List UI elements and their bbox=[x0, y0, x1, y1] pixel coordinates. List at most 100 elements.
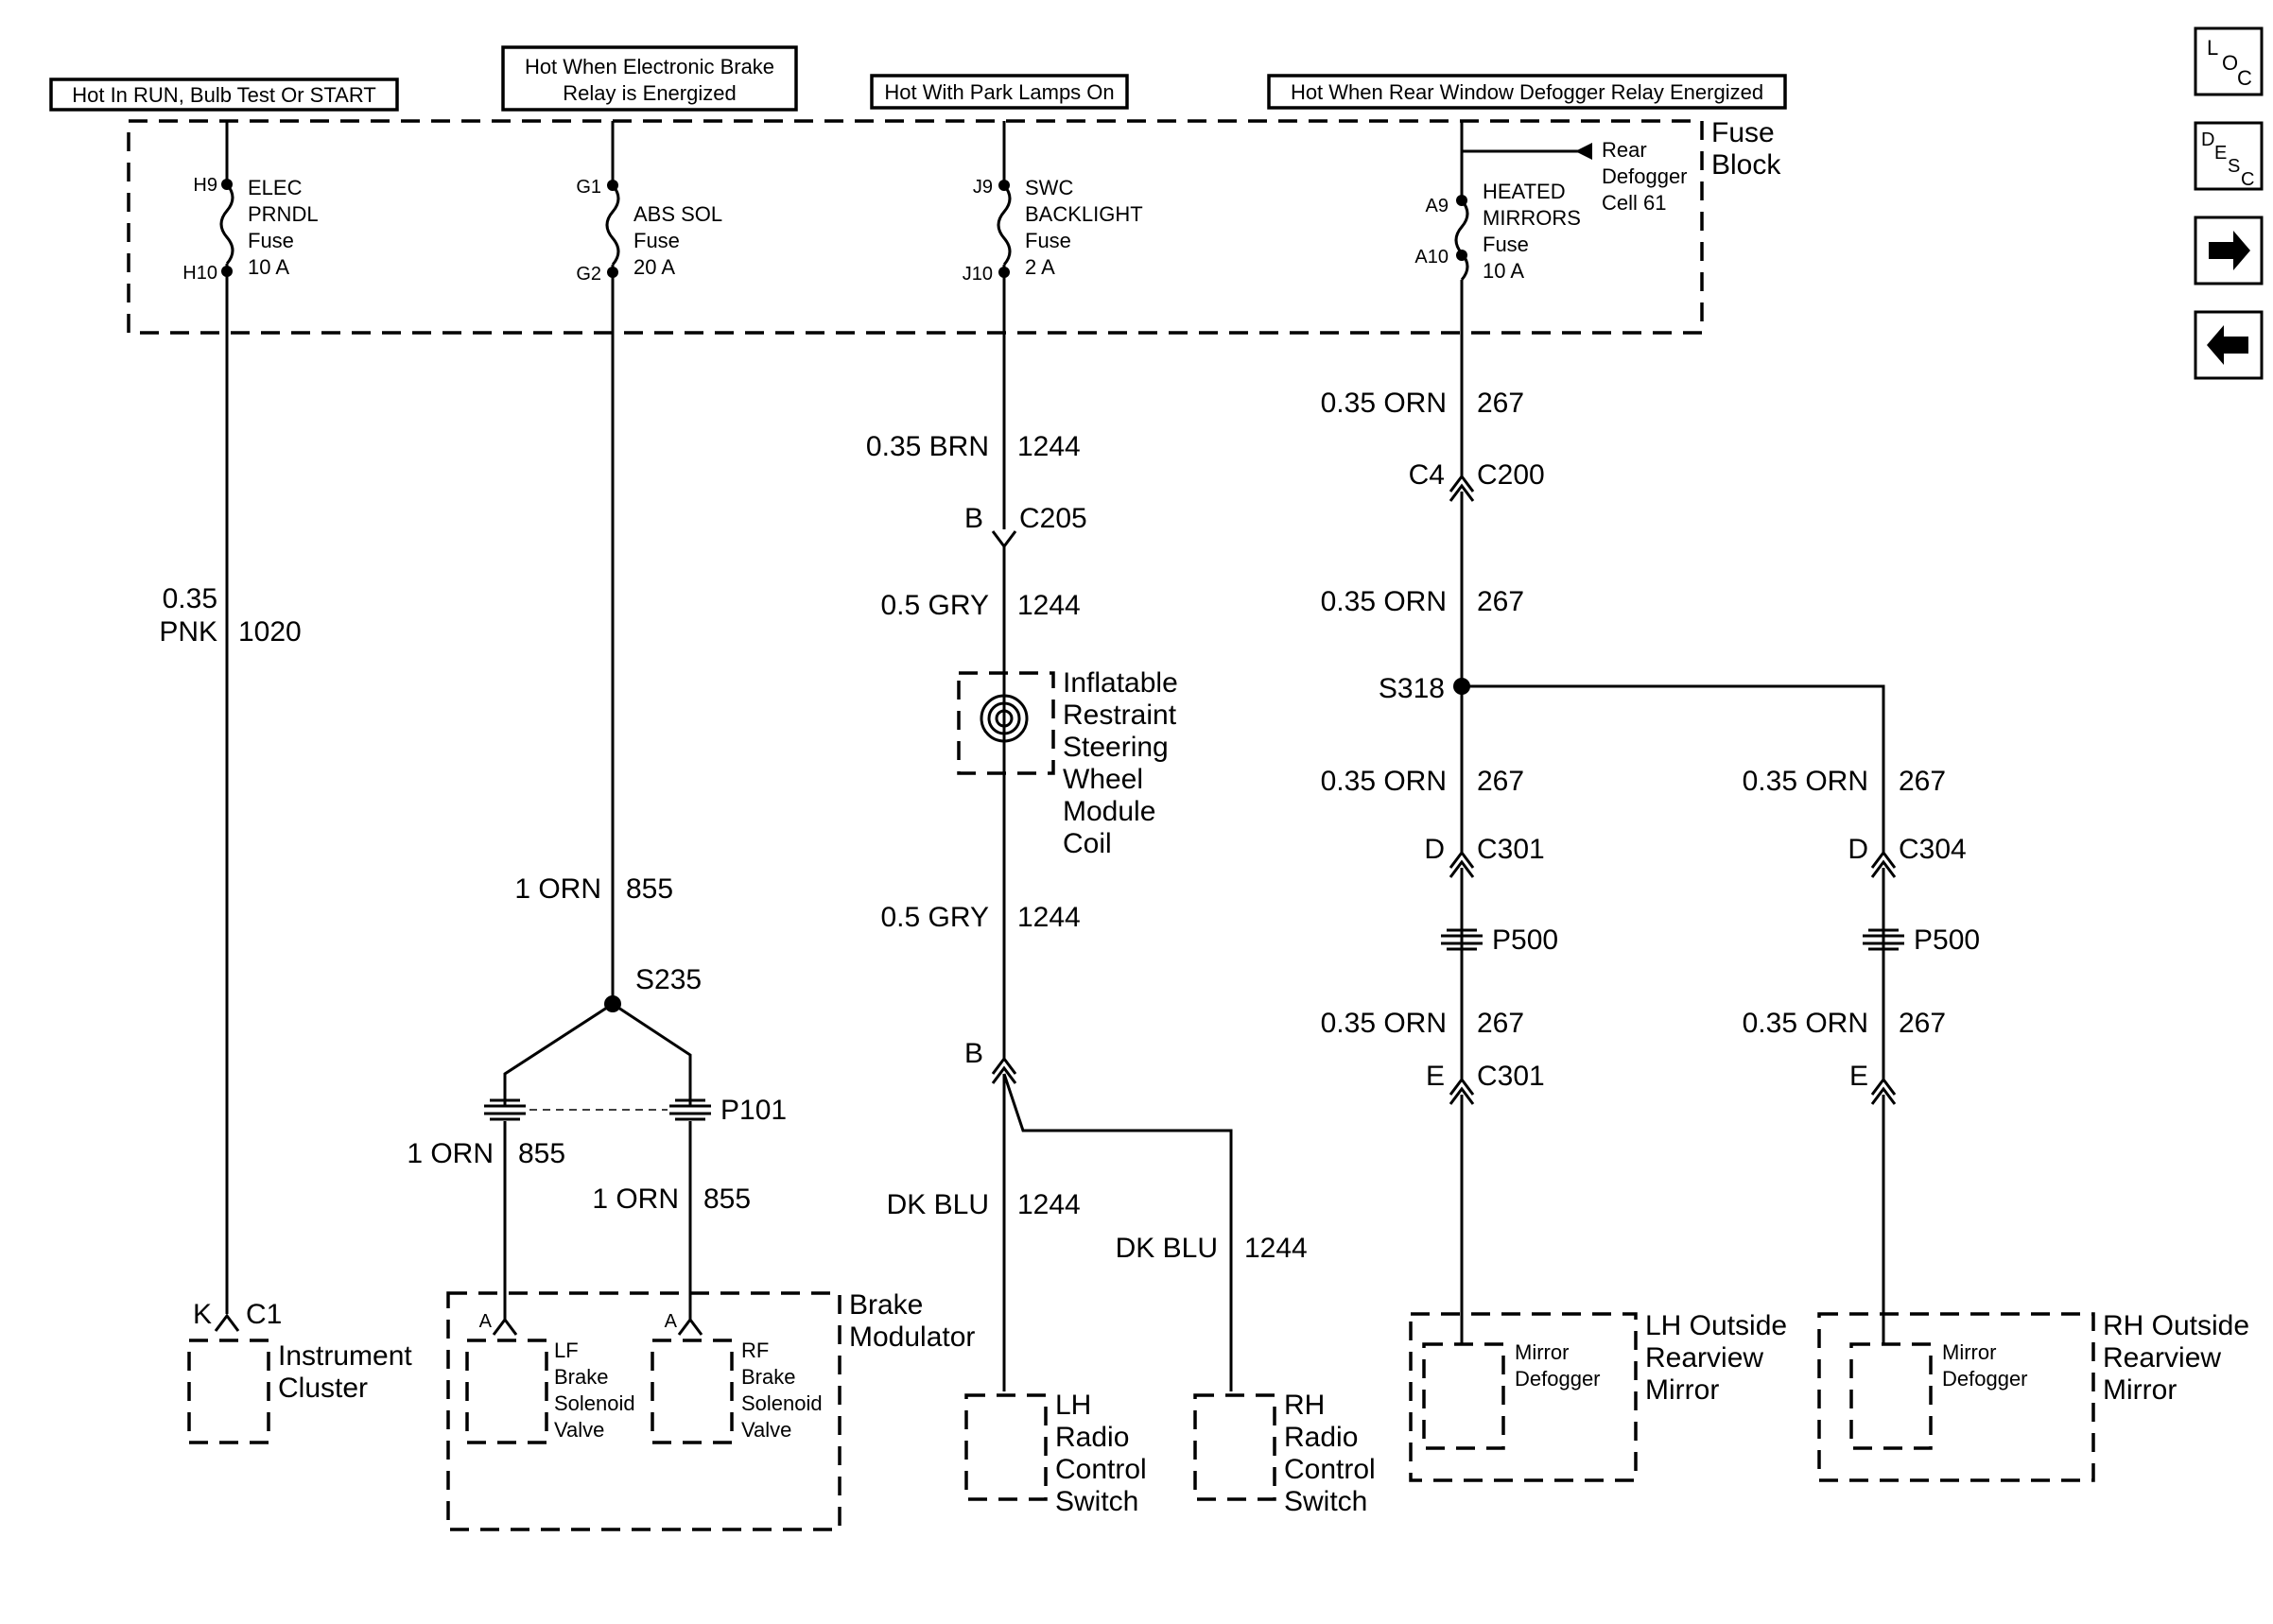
instrument-cluster-label-2: Cluster bbox=[278, 1373, 368, 1404]
lh-radio-switch-label: LH bbox=[1055, 1390, 1091, 1421]
fuse-pin-g2: G2 bbox=[576, 264, 601, 285]
lh-mirror-label-2: Rearview bbox=[1645, 1342, 1763, 1373]
loc-button[interactable]: L O C bbox=[2194, 26, 2264, 96]
connector-c200: C200 bbox=[1477, 459, 1545, 491]
fuse-mirrors-label: HEATED bbox=[1483, 180, 1566, 203]
wire-circuit-267-2: 267 bbox=[1477, 586, 1524, 617]
prev-page-button[interactable] bbox=[2194, 310, 2264, 380]
circuit-swc: J9 J10 SWC BACKLIGHT Fuse 2 A 0.35 BRN 1… bbox=[866, 121, 1376, 1517]
fuse-pin-h10: H10 bbox=[182, 263, 217, 284]
brake-modulator-label: Brake bbox=[849, 1289, 923, 1321]
connector-c301-e: C301 bbox=[1477, 1061, 1545, 1092]
fuse-abs-label-2: Fuse bbox=[633, 229, 680, 252]
lh-mirror-label-3: Mirror bbox=[1645, 1374, 1719, 1406]
lh-mirror-defogger-box bbox=[1422, 1342, 1505, 1450]
arrow-left-icon bbox=[2207, 325, 2248, 365]
lf-brake-valve-label: LF bbox=[554, 1339, 579, 1362]
wire-color-orn-855: 1 ORN bbox=[514, 873, 601, 905]
wire-color-orn-855-left: 1 ORN bbox=[407, 1138, 494, 1169]
rh-mirror-label-3: Mirror bbox=[2103, 1374, 2177, 1406]
connector-pin-a-left: A bbox=[479, 1311, 493, 1332]
brake-modulator-box bbox=[446, 1291, 842, 1531]
relay-cell-label: Rear bbox=[1602, 138, 1647, 162]
rf-brake-valve-label: RF bbox=[741, 1339, 769, 1362]
wire-circuit-855-left: 855 bbox=[518, 1138, 565, 1169]
lf-brake-valve-label-4: Valve bbox=[554, 1418, 604, 1442]
desc-letter-d: D bbox=[2201, 130, 2214, 150]
circuit-instrument-cluster: H9 H10 ELEC PRNDL Fuse 10 A 0.35 PNK 102… bbox=[159, 121, 412, 1444]
fuse-prndl-rating: 10 A bbox=[248, 255, 289, 279]
connector-pin-k: K bbox=[193, 1299, 212, 1330]
wire-color-dkblu-left: DK BLU bbox=[887, 1189, 989, 1220]
steering-coil-label-5: Module bbox=[1063, 796, 1155, 827]
wire-circuit-1244-brn: 1244 bbox=[1017, 431, 1081, 462]
wire-color-orn-267-2: 0.35 ORN bbox=[1321, 586, 1447, 617]
wire-circuit-1244-gry-2: 1244 bbox=[1017, 902, 1081, 933]
fuse-block-label-2: Block bbox=[1711, 149, 1781, 181]
connector-pin-b-lower: B bbox=[964, 1038, 983, 1069]
fuse-block-outline bbox=[127, 119, 1704, 335]
wire-circuit-267-1: 267 bbox=[1477, 388, 1524, 419]
circuit-abs: G1 G2 ABS SOL Fuse 20 A 1 ORN 855 S235 P… bbox=[407, 121, 975, 1531]
svg-text:Hot In RUN, Bulb Test Or START: Hot In RUN, Bulb Test Or START bbox=[72, 83, 376, 107]
relay-cell-label-3: Cell 61 bbox=[1602, 191, 1666, 215]
fuse-swc-label: SWC bbox=[1025, 176, 1073, 199]
rh-radio-switch-label-4: Switch bbox=[1284, 1486, 1367, 1517]
rh-mirror-defogger-label-2: Defogger bbox=[1942, 1367, 2028, 1391]
fuse-mirrors-rating: 10 A bbox=[1483, 259, 1524, 283]
wire-color-orn-267-5: 0.35 ORN bbox=[1321, 1008, 1447, 1039]
connector-pin-d-left: D bbox=[1424, 834, 1445, 865]
rf-brake-valve-label-3: Solenoid bbox=[741, 1391, 823, 1415]
connector-c301: C301 bbox=[1477, 834, 1545, 865]
connector-pin-a-right: A bbox=[665, 1311, 678, 1332]
power-label-run: Hot In RUN, Bulb Test Or START bbox=[49, 78, 399, 112]
connector-c304: C304 bbox=[1899, 834, 1967, 865]
wire-circuit-267-3: 267 bbox=[1477, 766, 1524, 797]
fuse-pin-j9: J9 bbox=[973, 177, 993, 198]
instrument-cluster-label: Instrument bbox=[278, 1340, 412, 1372]
arrow-right-icon bbox=[2209, 231, 2250, 270]
fuse-prndl-label-3: Fuse bbox=[248, 229, 294, 252]
fuse-block-label: Fuse bbox=[1711, 117, 1775, 148]
fuse-prndl-label: ELEC bbox=[248, 176, 303, 199]
brake-modulator-label-2: Modulator bbox=[849, 1322, 975, 1353]
fuse-pin-h9: H9 bbox=[193, 175, 217, 196]
desc-letter-e: E bbox=[2214, 143, 2227, 164]
circuit-heated-mirrors: Rear Defogger Cell 61 A9 A10 HEATED MIRR… bbox=[1321, 121, 2249, 1482]
connector-p101-left bbox=[484, 1098, 526, 1121]
fuse-prndl-label-2: PRNDL bbox=[248, 202, 319, 226]
rh-mirror-label: RH Outside bbox=[2103, 1310, 2249, 1341]
rh-mirror-box bbox=[1817, 1312, 2095, 1482]
lh-mirror-defogger-label: Mirror bbox=[1515, 1340, 1569, 1364]
wire-color-orn-267-1: 0.35 ORN bbox=[1321, 388, 1447, 419]
lh-mirror-box bbox=[1409, 1312, 1638, 1482]
fuse-pin-a9: A9 bbox=[1426, 196, 1449, 216]
power-label-ebrake: Hot When Electronic Brake Relay is Energ… bbox=[501, 45, 798, 112]
wire-size-pnk: 0.35 bbox=[163, 583, 217, 614]
fuse-mirrors-label-3: Fuse bbox=[1483, 233, 1529, 256]
connector-p500-left-label: P500 bbox=[1492, 924, 1558, 956]
lh-radio-switch-box bbox=[964, 1393, 1048, 1501]
fuse-mirrors-label-2: MIRRORS bbox=[1483, 206, 1581, 230]
wire-circuit-1244-dkblu-right: 1244 bbox=[1244, 1233, 1308, 1264]
fuse-abs-rating: 20 A bbox=[633, 255, 675, 279]
connector-pin-e-left: E bbox=[1426, 1061, 1445, 1092]
rf-brake-valve-label-4: Valve bbox=[741, 1418, 791, 1442]
splice-s235-label: S235 bbox=[635, 964, 702, 995]
rh-mirror-defogger-box bbox=[1849, 1342, 1933, 1450]
lh-mirror-label: LH Outside bbox=[1645, 1310, 1787, 1341]
fuse-swc-rating: 2 A bbox=[1025, 255, 1055, 279]
desc-button[interactable]: D E S C bbox=[2194, 121, 2264, 191]
next-page-button[interactable] bbox=[2194, 216, 2264, 285]
lh-radio-switch-label-4: Switch bbox=[1055, 1486, 1138, 1517]
svg-text:Hot When Rear Window Defogger: Hot When Rear Window Defogger Relay Ener… bbox=[1291, 80, 1763, 104]
rh-radio-switch-label-2: Radio bbox=[1284, 1422, 1358, 1453]
lf-brake-valve-label-3: Solenoid bbox=[554, 1391, 635, 1415]
connector-c205: C205 bbox=[1019, 503, 1087, 534]
wire-color-gry-2: 0.5 GRY bbox=[880, 902, 989, 933]
desc-letter-s: S bbox=[2228, 156, 2240, 177]
fuse-pin-a10: A10 bbox=[1414, 247, 1449, 268]
connector-pin-d-right: D bbox=[1848, 834, 1868, 865]
wire-color-gry-1: 0.5 GRY bbox=[880, 590, 989, 621]
rh-radio-switch-label-3: Control bbox=[1284, 1454, 1376, 1485]
